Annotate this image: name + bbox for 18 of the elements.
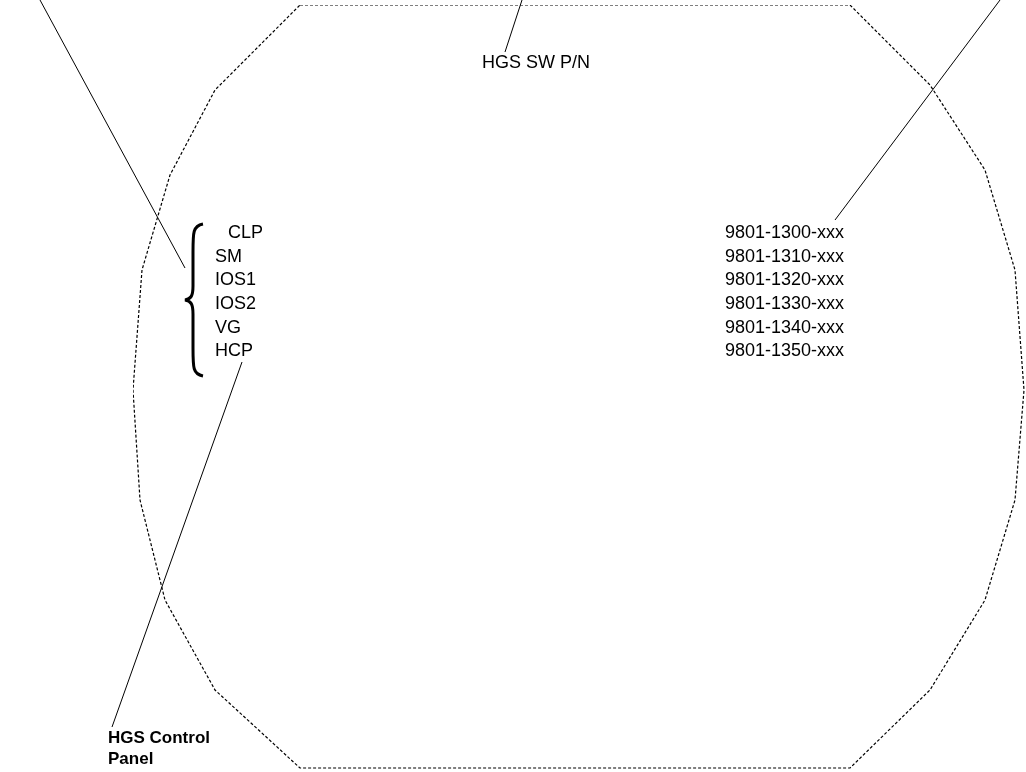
part-label: 9801-1310-xxx [725,245,845,268]
part-label: 9801-1330-xxx [725,292,845,315]
leader-line [111,361,243,728]
callout-text: HGS Control Panel [108,727,211,769]
part-label: IOS2 [215,292,257,315]
part-label: HGS SW P/N [482,51,590,74]
leader-line [834,0,1001,221]
part-label: 9801-1340-xxx [725,316,845,339]
part-label: CLP [228,221,263,244]
part-label: 9801-1320-xxx [725,268,845,291]
part-label: VG [215,316,241,339]
part-label: HCP [215,339,253,362]
leader-line [504,0,523,53]
part-label: IOS1 [215,268,257,291]
part-label: 9801-1300-xxx [725,221,845,244]
part-label: 9801-1350-xxx [725,339,845,362]
part-label: SM [215,245,242,268]
leader-line [39,0,186,269]
